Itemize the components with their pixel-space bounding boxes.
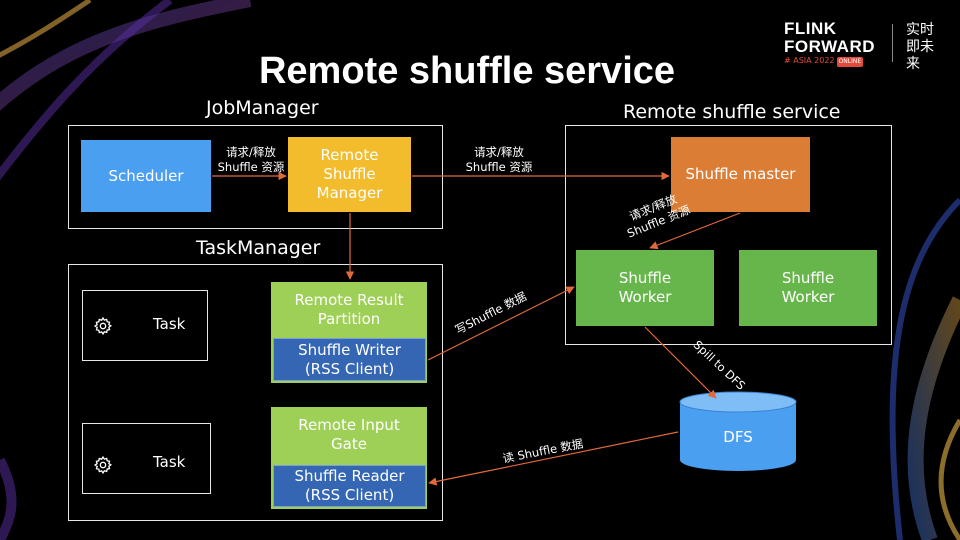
shuffle-worker-1-box: Shuffle Worker <box>576 250 714 326</box>
scheduler-box: Scheduler <box>81 140 211 212</box>
writer-to-worker-arrow <box>427 286 575 361</box>
shuffle-writer-box: Shuffle Writer (RSS Client) <box>273 338 426 381</box>
shuffle-reader-box: Shuffle Reader (RSS Client) <box>273 465 426 507</box>
jobmanager-frame <box>68 125 443 229</box>
gear-icon <box>93 455 113 479</box>
jobmanager-label: JobManager <box>206 97 319 119</box>
task-label-1: Task <box>153 315 186 333</box>
task-box-2: Task <box>82 423 211 494</box>
task-box-1: Task <box>82 290 208 361</box>
dfs-to-reader-arrow <box>428 431 679 486</box>
master-arrow-label: 请求/释放 Shuffle 资源 <box>465 145 533 174</box>
gear-icon <box>93 316 113 340</box>
shuffle-worker-2-box: Shuffle Worker <box>739 250 877 326</box>
slide-title: Remote shuffle service <box>258 50 676 92</box>
taskmanager-frame <box>68 264 443 521</box>
logo-online-badge: ONLINE <box>836 57 864 67</box>
remote-service-label: Remote shuffle service <box>623 101 841 123</box>
logo-divider <box>892 24 893 62</box>
worker-to-dfs-arrow <box>644 326 717 399</box>
dfs-cylinder <box>679 391 797 471</box>
logo-edition-text: # ASIA 2022 <box>784 56 835 65</box>
logo-wordmark: FLINK FORWARD <box>784 20 875 56</box>
master-to-worker-arrow <box>649 212 741 250</box>
remote-service-frame <box>565 125 892 345</box>
task-label-2: Task <box>153 453 186 471</box>
logo-slogan: 实时即未来 <box>906 22 934 72</box>
dfs-label: DFS <box>723 428 753 446</box>
remote-shuffle-manager-box: Remote Shuffle Manager <box>288 137 411 212</box>
scheduler-arrow-label: 请求/释放 Shuffle 资源 <box>217 145 285 174</box>
logo-line2: FORWARD <box>784 37 876 56</box>
shuffle-master-box: Shuffle master <box>671 137 810 212</box>
logo-line1: FLINK <box>784 19 837 38</box>
taskmanager-label: TaskManager <box>196 237 321 259</box>
